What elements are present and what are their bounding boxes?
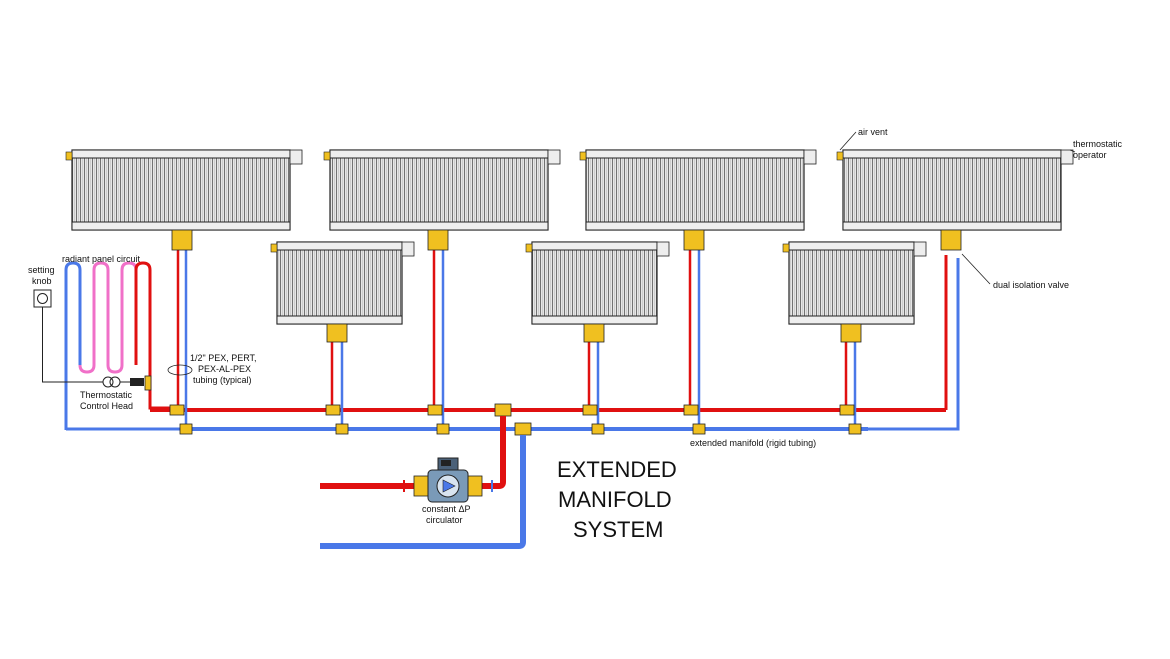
branch-risers <box>176 250 857 429</box>
panel-radiator-6 <box>782 241 927 343</box>
panel-radiator-2 <box>270 241 415 343</box>
extended-manifold-label: extended manifold (rigid tubing) <box>690 438 816 448</box>
control-head-label-1: Thermostatic <box>80 390 133 400</box>
tubing-note-line-3: tubing (typical) <box>193 375 252 385</box>
tubing-note-line-2: PEX-AL-PEX <box>198 364 251 374</box>
panel-radiator-5 <box>579 149 817 251</box>
panel-radiator-4 <box>525 241 670 343</box>
thermostatic-control-head <box>102 375 152 391</box>
radiant-panel-circuit <box>64 261 172 430</box>
manifold-tees <box>169 403 862 436</box>
constant-dp-circulator <box>403 457 493 503</box>
setting-knob-label-2: knob <box>32 276 52 286</box>
circulator-label-1: constant ΔP <box>422 504 471 514</box>
return-main <box>320 435 526 549</box>
panel-radiator-1 <box>65 149 303 251</box>
diagram-title-line-1: EXTENDED <box>557 457 677 482</box>
circulator-label-2: circulator <box>426 515 463 525</box>
setting-knob-label-1: setting <box>28 265 55 275</box>
control-head-label-2: Control Head <box>80 401 133 411</box>
supply-main <box>320 416 506 489</box>
setting-knob <box>33 289 103 383</box>
radiant-panel-circuit-label: radiant panel circuit <box>62 254 141 264</box>
leader-lines <box>167 131 1076 376</box>
diagram-title-line-3: SYSTEM <box>573 517 663 542</box>
thermostatic-operator-label-2: operator <box>1073 150 1107 160</box>
tubing-note-line-1: 1/2" PEX, PERT, <box>190 353 257 363</box>
air-vent-label: air vent <box>858 127 888 137</box>
panel-radiator-3 <box>323 149 561 251</box>
diagram-title-line-2: MANIFOLD <box>558 487 672 512</box>
thermostatic-operator-label-1: thermostatic <box>1073 139 1123 149</box>
panel-radiator-7 <box>836 149 1074 251</box>
supply-manifold <box>150 255 948 412</box>
dual-isolation-valve-label: dual isolation valve <box>993 280 1069 290</box>
